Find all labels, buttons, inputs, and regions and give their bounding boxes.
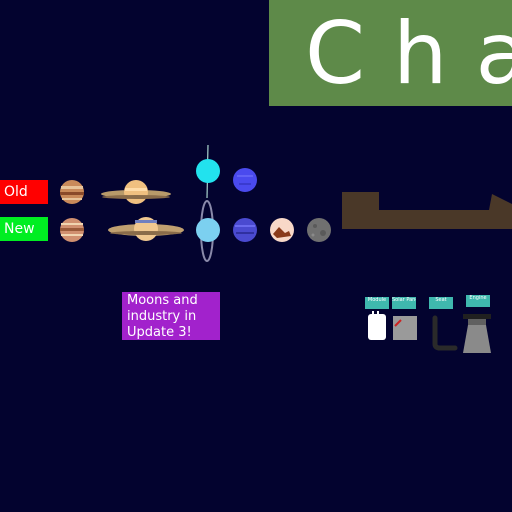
neptune-new-icon xyxy=(233,218,257,242)
saturn-new-icon xyxy=(108,217,184,241)
part-label-solar-panel: Solar Panel xyxy=(392,297,416,309)
jupiter-old-icon xyxy=(60,180,84,204)
title-banner: Cha xyxy=(269,0,512,106)
new-planets-row xyxy=(60,200,331,262)
uranus-old-icon xyxy=(196,144,220,199)
new-label: New xyxy=(0,217,48,241)
seat-icon xyxy=(432,315,458,351)
part-label-engine: Engine xyxy=(466,295,490,307)
update-promo: Moons and industry in Update 3! xyxy=(122,292,220,340)
old-planets-row xyxy=(60,144,257,204)
module-icon xyxy=(368,311,386,340)
part-label-module: Module xyxy=(365,297,389,309)
title-text: Cha xyxy=(305,4,512,104)
old-label: Old xyxy=(0,180,48,204)
parts-icons xyxy=(368,311,491,353)
engine-icon xyxy=(463,314,491,353)
rocket-base-structure xyxy=(342,192,512,229)
saturn-old-icon xyxy=(101,180,171,204)
jupiter-new-icon xyxy=(60,218,84,242)
solar-panel-icon xyxy=(393,316,417,340)
part-label-seat: Seat xyxy=(429,297,453,309)
moon-icon xyxy=(307,218,331,242)
neptune-old-icon xyxy=(233,168,257,192)
uranus-new-icon xyxy=(196,200,220,262)
pluto-icon xyxy=(270,218,294,242)
